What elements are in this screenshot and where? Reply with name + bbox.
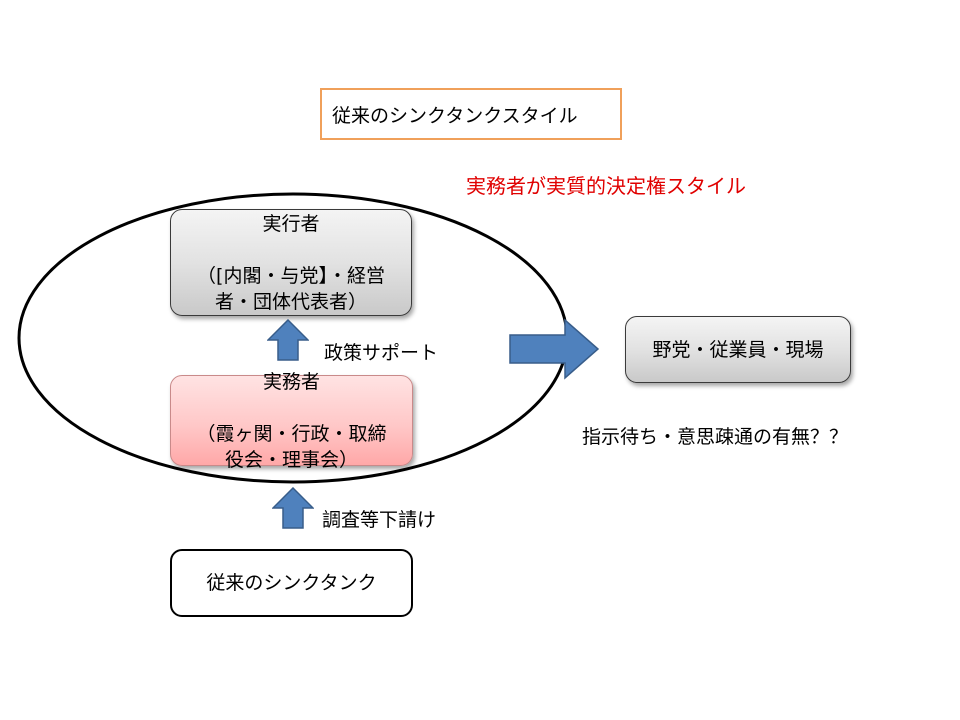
node-executor-title: 実行者 [262, 212, 320, 235]
node-executor-detail: （[内閣・与党】・経営 者・団体代表者） [197, 264, 385, 313]
communication-note: 指示待ち・意思疎通の有無？？ [582, 426, 849, 448]
node-practitioner-detail: （霞ヶ関・行政・取締 役会・理事会） [196, 422, 387, 471]
arrow-up-icon [272, 487, 314, 529]
title-box: 従来のシンクタンクスタイル [320, 88, 622, 140]
node-target[interactable]: 野党・従業員・現場 [625, 316, 851, 383]
title-text: 従来のシンクタンクスタイル [332, 104, 578, 127]
node-practitioner-title: 実務者 [262, 370, 320, 393]
node-target-label: 野党・従業員・現場 [652, 338, 824, 361]
node-thinktank[interactable]: 従来のシンクタンク [170, 549, 413, 617]
node-executor[interactable]: 実行者 （[内閣・与党】・経営 者・団体代表者） [170, 209, 412, 316]
style-heading: 実務者が実質的決定権スタイル [466, 174, 746, 198]
node-practitioner[interactable]: 実務者 （霞ヶ関・行政・取締 役会・理事会） [170, 371, 413, 471]
arrow-up-icon [267, 319, 309, 361]
policy-support-label: 政策サポート [324, 342, 439, 364]
arrow-right-icon [509, 318, 600, 380]
node-thinktank-label: 従来のシンクタンク [206, 572, 377, 594]
survey-subcontract-label: 調査等下請け [322, 509, 437, 531]
